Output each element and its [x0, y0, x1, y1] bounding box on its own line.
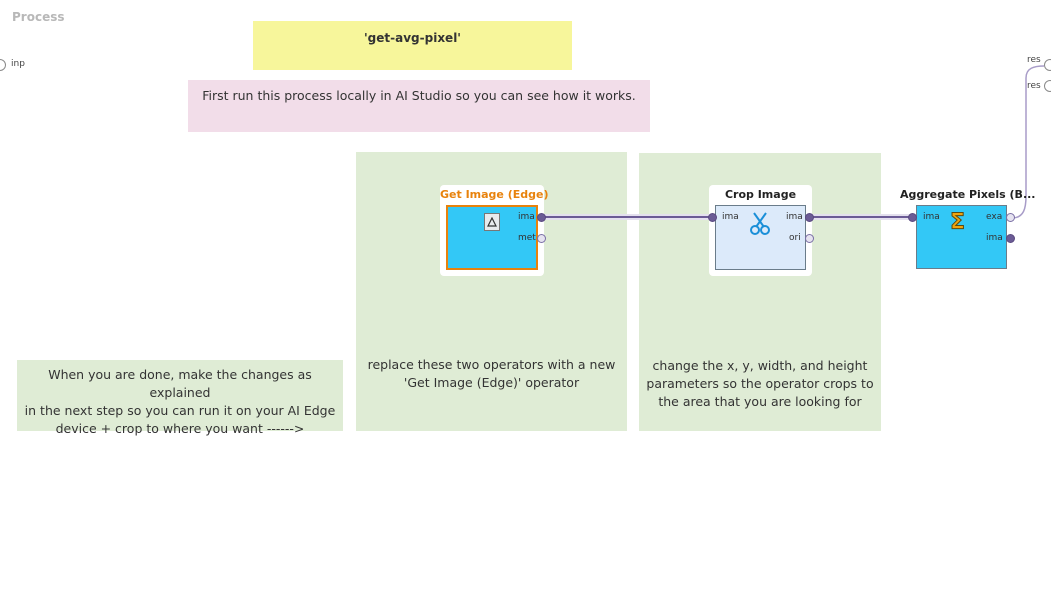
scissors-icon: [750, 212, 770, 235]
crop-note-line-1: change the x, y, width, and height: [652, 358, 868, 373]
replace-note-line-1: replace these two operators with a new: [367, 357, 616, 372]
done-note-line-1: When you are done, make the changes as e…: [48, 367, 312, 400]
aggregate-pixels-title: Aggregate Pixels (B...: [900, 188, 1036, 201]
intro-note[interactable]: First run this process locally in AI Stu…: [188, 80, 650, 132]
result-port-label-1: res: [1027, 55, 1041, 65]
aggregate-port-in-label: ima: [923, 212, 940, 222]
image-triangle-icon: [484, 213, 500, 231]
process-input-port[interactable]: [0, 59, 6, 71]
process-input-port-label: inp: [11, 59, 25, 69]
aggregate-pixels-operator[interactable]: [916, 205, 1007, 269]
sigma-icon: Σ: [949, 210, 966, 235]
done-note[interactable]: When you are done, make the changes as e…: [17, 360, 343, 436]
aggregate-port-out-1[interactable]: [1006, 213, 1015, 222]
intro-note-text: First run this process locally in AI Stu…: [202, 88, 636, 103]
crop-image-port-out-1-label: ima: [786, 212, 803, 222]
result-port-1[interactable]: [1044, 59, 1051, 71]
crop-image-port-out-2[interactable]: [805, 234, 814, 243]
title-note[interactable]: 'get-avg-pixel': [253, 21, 572, 70]
wire-get-image-to-crop[interactable]: [541, 216, 713, 218]
process-title: Process: [12, 10, 65, 24]
crop-note-line-3: the area that you are looking for: [658, 394, 862, 409]
get-image-port-out-2[interactable]: [537, 234, 546, 243]
title-note-text: 'get-avg-pixel': [364, 31, 461, 45]
crop-image-port-in-label: ima: [722, 212, 739, 222]
aggregate-port-out-2-label: ima: [986, 233, 1003, 243]
crop-image-port-out-2-label: ori: [789, 233, 801, 243]
crop-image-title: Crop Image: [724, 188, 797, 201]
replace-note-line-2: 'Get Image (Edge)' operator: [403, 375, 580, 390]
done-note-line-2: in the next step so you can run it on yo…: [24, 403, 336, 418]
wire-crop-to-aggregate[interactable]: [809, 216, 913, 218]
crop-image-port-in[interactable]: [708, 213, 717, 222]
crop-parameters-note[interactable]: change the x, y, width, and height param…: [639, 153, 881, 431]
aggregate-port-out-1-label: exa: [986, 212, 1003, 222]
done-note-line-3: device + crop to where you want ------>: [55, 421, 305, 436]
get-image-port-out-1-label: ima: [518, 212, 535, 222]
result-port-2[interactable]: [1044, 80, 1051, 92]
get-image-port-out-1[interactable]: [537, 213, 546, 222]
wire-aggregate-to-result[interactable]: [1010, 58, 1051, 223]
aggregate-port-in[interactable]: [908, 213, 917, 222]
crop-note-line-2: parameters so the operator crops to: [646, 376, 874, 391]
result-port-label-2: res: [1027, 81, 1041, 91]
get-image-port-out-2-label: met: [518, 233, 536, 243]
aggregate-port-out-2[interactable]: [1006, 234, 1015, 243]
crop-image-port-out-1[interactable]: [805, 213, 814, 222]
get-image-title: Get Image (Edge): [440, 188, 549, 201]
crop-image-body[interactable]: [715, 205, 806, 270]
